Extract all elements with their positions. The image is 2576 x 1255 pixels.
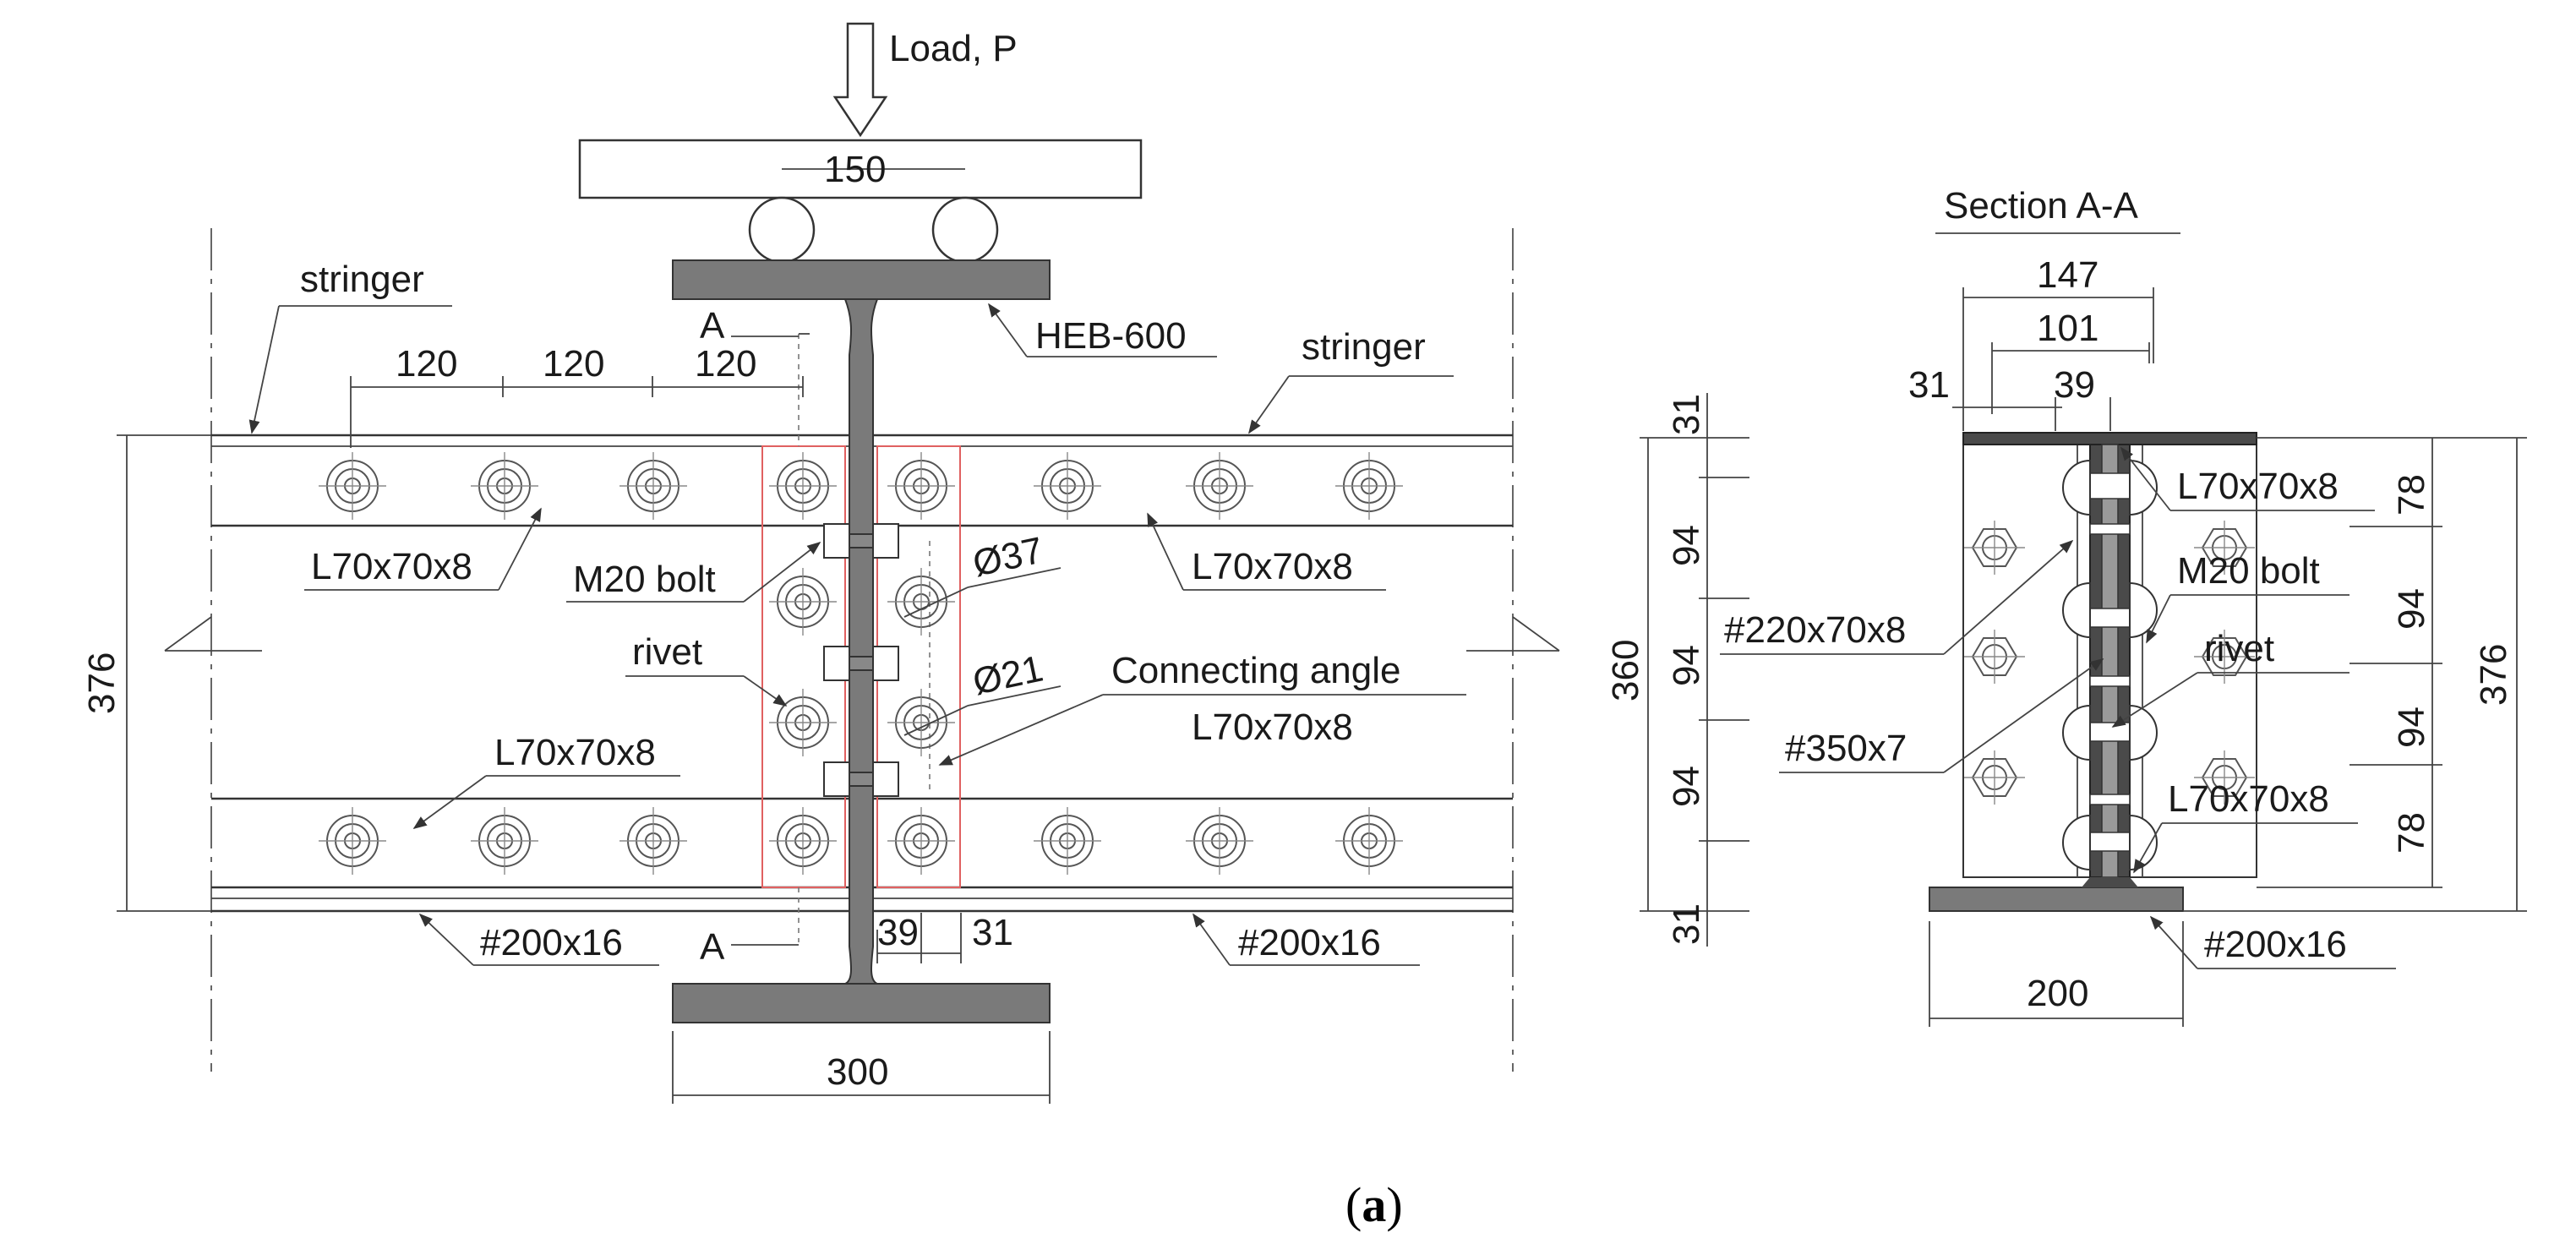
load-arrow [832, 22, 888, 138]
section-dim-39-top: 39 [2054, 364, 2095, 406]
connecting-angle-label-line1: Connecting angle [1111, 650, 1400, 691]
section-left-dim-2: 94 [1666, 525, 1707, 566]
section-marker-bottom: A [700, 926, 725, 968]
height-label: 376 [81, 652, 123, 714]
hole-small-label: Ø21 [969, 648, 1047, 703]
stringer-left-label: stringer [300, 259, 424, 300]
section-bottom-width: 200 [2027, 973, 2088, 1014]
section-bolt-label: M20 bolt [2177, 550, 2320, 592]
roller-right [931, 196, 999, 264]
spacing-label-1: 120 [396, 343, 457, 385]
angle-top-right-label: L70x70x8 [1192, 546, 1353, 587]
section-bottom-plate-label: #200x16 [2204, 924, 2347, 965]
caption-close: ) [1386, 1177, 1402, 1232]
spacing-label-2: 120 [543, 343, 604, 385]
section-left-dim-3: 94 [1666, 645, 1707, 686]
section-right-dim-4: 78 [2391, 812, 2432, 854]
spreader-width-label: 150 [824, 149, 886, 190]
section-angle-bottom-label: L70x70x8 [2168, 778, 2329, 820]
connecting-angle-label-line2: L70x70x8 [1192, 707, 1353, 748]
section-right-dim-2: 94 [2391, 588, 2432, 630]
angle-top-left-label: L70x70x8 [311, 546, 472, 587]
section-left-dim-5: 31 [1666, 903, 1707, 945]
figure-caption: (a) [1345, 1177, 1403, 1232]
section-rivet-label: rivet [2204, 628, 2274, 669]
section-left-total: 360 [1605, 640, 1646, 701]
section-left-dim-4: 94 [1666, 766, 1707, 807]
section-a-a-view: Section A-A [1605, 185, 2527, 1027]
rivet-label: rivet [632, 631, 702, 673]
dim-31-label: 31 [972, 912, 1013, 953]
section-left-dim-1: 31 [1666, 394, 1707, 435]
load-label: Load, P [889, 28, 1018, 69]
beam-label: HEB-600 [1035, 315, 1187, 357]
hole-large-label: Ø37 [969, 530, 1047, 585]
section-right-total: 376 [2473, 644, 2514, 706]
section-web-plate-label: #350x7 [1785, 728, 1907, 769]
section-right-dim-3: 94 [2391, 707, 2432, 748]
section-marker-top: A [700, 305, 725, 346]
angle-bottom-left-label: L70x70x8 [494, 732, 656, 773]
section-left-angle [1962, 437, 2091, 878]
section-bottom-plate [1929, 887, 2184, 912]
section-dim-101: 101 [2037, 308, 2098, 349]
section-title: Section A-A [1944, 185, 2139, 226]
stringer-right-label: stringer [1302, 326, 1426, 368]
spacing-label-3: 120 [695, 343, 756, 385]
caption-letter: a [1362, 1177, 1386, 1232]
elevation-view: Load, P 150 [81, 22, 1560, 1104]
plate-right-label: #200x16 [1238, 922, 1381, 963]
section-plate-220-label: #220x70x8 [1724, 609, 1906, 651]
roller-left [748, 196, 816, 264]
bolt-label: M20 bolt [573, 559, 716, 600]
section-angle-top-label: L70x70x8 [2177, 466, 2339, 507]
dim-39-label: 39 [877, 912, 919, 953]
caption-open: ( [1345, 1177, 1362, 1232]
section-dim-31-top: 31 [1908, 364, 1950, 406]
section-right-dim-1: 78 [2391, 474, 2432, 516]
section-dim-147: 147 [2037, 254, 2098, 296]
section-top-flange [1962, 432, 2257, 445]
section-rivets [2062, 459, 2158, 871]
heb-600-beam [672, 259, 1051, 1023]
plate-left-label: #200x16 [480, 922, 623, 963]
flange-width-label: 300 [827, 1051, 888, 1093]
